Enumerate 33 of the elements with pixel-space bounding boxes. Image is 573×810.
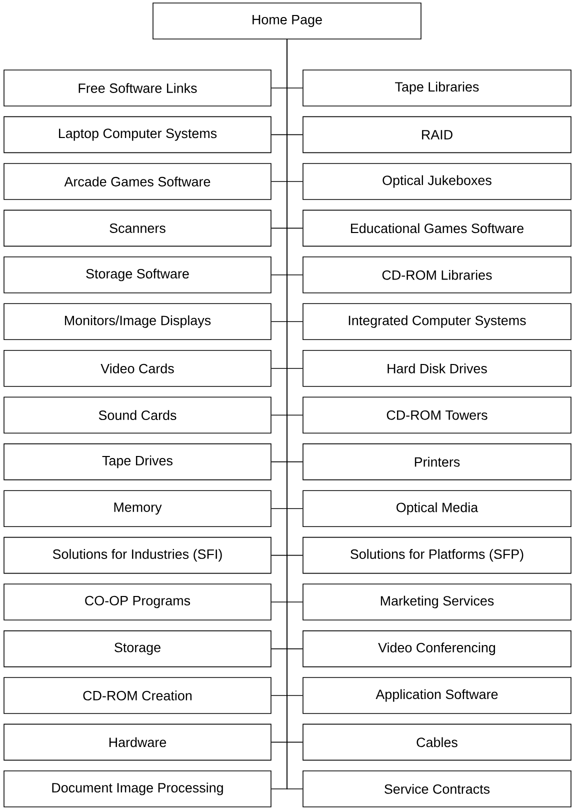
page-box: Service Contracts — [302, 770, 572, 808]
page-box: Marketing Services — [302, 584, 572, 620]
page-box: Arcade Games Software — [4, 163, 272, 200]
page-box: Integrated Computer Systems — [302, 303, 572, 340]
page-box: Tape Drives — [4, 443, 272, 480]
page-box: Memory — [4, 490, 272, 527]
page-box: Sound Cards — [4, 396, 272, 434]
page-box: Free Software Links — [4, 70, 272, 106]
page-box: Storage — [4, 630, 272, 668]
page-box: Application Software — [302, 677, 572, 714]
page-box: CO-OP Programs — [4, 584, 272, 620]
page-box: Solutions for Platforms (SFP) — [302, 536, 572, 574]
page-box: Video Cards — [4, 350, 272, 387]
page-box: Educational Games Software — [302, 210, 572, 247]
page-box: Storage Software — [4, 256, 272, 294]
page-box: Printers — [302, 443, 572, 480]
page-box: Video Conferencing — [302, 630, 572, 668]
page-box: Monitors/Image Displays — [4, 303, 272, 340]
page-box: Optical Jukeboxes — [302, 163, 572, 200]
page-box: Laptop Computer Systems — [4, 116, 272, 154]
page-box: Document Image Processing — [4, 770, 272, 808]
page-box: Optical Media — [302, 490, 572, 527]
page-box: Solutions for Industries (SFI) — [4, 536, 272, 574]
page-box: CD-ROM Towers — [302, 396, 572, 434]
page-box: Hardware — [4, 724, 272, 761]
page-box: CD-ROM Creation — [4, 677, 272, 714]
page-box: CD-ROM Libraries — [302, 256, 572, 294]
page-box: Scanners — [4, 210, 272, 247]
page-box: Home Page — [152, 2, 422, 40]
page-box: Tape Libraries — [302, 70, 572, 106]
page-box: RAID — [302, 116, 572, 154]
page-box: Cables — [302, 724, 572, 761]
page-box: Hard Disk Drives — [302, 350, 572, 387]
